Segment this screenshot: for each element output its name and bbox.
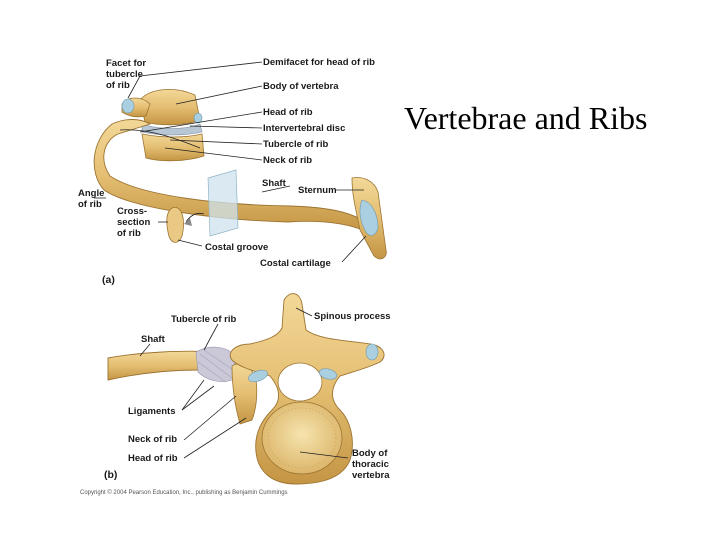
label-sternum: Sternum	[298, 185, 337, 196]
label-b-spinous-process: Spinous process	[314, 311, 391, 322]
label-tubercle-of-rib: Tubercle of rib	[263, 139, 328, 150]
ligaments-illustration	[195, 346, 237, 382]
section-plane	[207, 169, 239, 237]
label-intervertebral-disc: Intervertebral disc	[263, 123, 345, 134]
label-b-ligaments: Ligaments	[128, 406, 176, 417]
label-costal-groove: Costal groove	[205, 242, 268, 253]
label-demifacet: Demifacet for head of rib	[263, 57, 375, 68]
label-head-of-rib: Head of rib	[263, 107, 313, 118]
panel-label-b: (b)	[104, 469, 117, 481]
figure-b: Tubercle of rib Spinous process Shaft Li…	[104, 293, 392, 485]
label-b-tubercle-of-rib: Tubercle of rib	[171, 314, 236, 325]
label-neck-of-rib: Neck of rib	[263, 155, 312, 166]
vertebral-body	[261, 401, 343, 475]
copyright-notice: Copyright © 2004 Pearson Education, Inc.…	[80, 489, 288, 496]
rib-shaft-a	[93, 119, 369, 233]
label-b-neck-of-rib: Neck of rib	[128, 434, 177, 445]
facet-right	[318, 368, 338, 380]
figure-a: Facet for tubercle of rib Demifacet for …	[78, 57, 387, 286]
label-b-body-of-thoracic-vertebra: Body of thoracic vertebra	[352, 448, 392, 481]
label-facet-for-tubercle: Facet for tubercle of rib	[106, 58, 149, 91]
label-costal-cartilage: Costal cartilage	[260, 258, 331, 269]
label-angle-of-rib: Angle of rib	[78, 188, 107, 210]
label-body-of-vertebra: Body of vertebra	[263, 81, 339, 92]
label-b-head-of-rib: Head of rib	[128, 453, 178, 464]
panel-label-a: (a)	[102, 274, 115, 286]
rib-cross-section	[166, 207, 184, 243]
label-cross-section: Cross- section of rib	[117, 206, 153, 239]
facet-transverse	[365, 343, 379, 361]
vertebral-foramen	[277, 362, 323, 402]
facet-left	[248, 369, 268, 383]
label-shaft: Shaft	[262, 178, 287, 189]
slide-title: Vertebrae and Ribs	[404, 100, 648, 136]
label-b-shaft: Shaft	[141, 334, 166, 345]
costal-cartilage-illustration	[359, 199, 379, 236]
